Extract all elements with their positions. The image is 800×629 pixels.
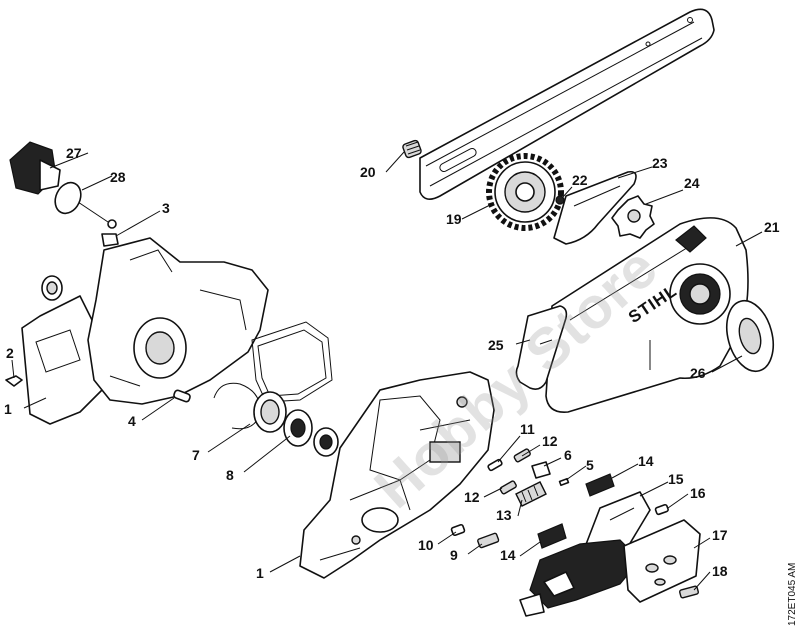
- callout-16: 16: [690, 485, 706, 501]
- callout-27: 27: [66, 145, 82, 161]
- callout-24: 24: [684, 175, 700, 191]
- callout-9: 9: [450, 547, 458, 563]
- side-plate: [725, 299, 775, 373]
- callout-2: 2: [6, 345, 14, 361]
- cover-insert: [515, 305, 568, 390]
- oil-hose-fitting: [101, 233, 119, 247]
- crankcase-screw-left: [5, 375, 23, 387]
- callout-10: 10: [418, 537, 434, 553]
- callout-15: 15: [668, 471, 684, 487]
- sprocket-cover: STIHL: [545, 217, 749, 413]
- ball-bearing: [253, 391, 339, 457]
- callout-20: 20: [360, 164, 376, 180]
- chain-sprocket: [486, 153, 564, 231]
- callout-13: 13: [496, 507, 512, 523]
- reference-code: 172ET045 AM: [787, 563, 798, 626]
- outer-plate: [623, 519, 701, 603]
- cover-screws: [450, 523, 500, 549]
- crankcase-right: [299, 371, 495, 579]
- callout-28: 28: [110, 169, 126, 185]
- o-ring: [54, 181, 82, 215]
- catcher-plate: [553, 170, 637, 245]
- seal-ring-small: [41, 275, 63, 301]
- callout-12-upper: 12: [542, 433, 558, 449]
- dowel-pin: [173, 389, 191, 403]
- damper-pad-upper: [585, 473, 615, 497]
- callout-21: 21: [764, 219, 780, 235]
- callout-25: 25: [488, 337, 504, 353]
- callout-22: 22: [572, 172, 588, 188]
- callout-4: 4: [128, 413, 136, 429]
- callout-8: 8: [226, 467, 234, 483]
- needle-cage: [402, 139, 422, 159]
- circlip: [213, 382, 261, 430]
- crankcase-left: [21, 237, 269, 425]
- callout-18: 18: [712, 563, 728, 579]
- callout-11: 11: [520, 421, 535, 437]
- callout-7: 7: [192, 447, 200, 463]
- adjuster-nut: [531, 461, 551, 479]
- leader-lines: [11, 151, 763, 591]
- damper-pad-lower: [537, 523, 567, 549]
- bar-guide-plate: [519, 539, 641, 617]
- guide-bar: [419, 8, 715, 200]
- callout-19: 19: [446, 211, 462, 227]
- callout-14-lower: 14: [500, 547, 516, 563]
- callout-23: 23: [652, 155, 668, 171]
- bracket-screw: [654, 503, 669, 516]
- callout-17: 17: [712, 527, 728, 543]
- stud-bolts: [487, 448, 531, 495]
- callout-1-left: 1: [4, 401, 12, 417]
- callout-1-right: 1: [256, 565, 264, 581]
- tensioner-screw: [515, 481, 547, 507]
- adjuster-pin: [558, 477, 570, 487]
- crankcase-gasket: [251, 321, 333, 403]
- callout-3: 3: [162, 200, 170, 216]
- plate-screw: [679, 585, 699, 599]
- callout-26: 26: [690, 365, 706, 381]
- star-nut: [611, 195, 655, 239]
- callouts: 27 28 3 2 1 4 7 8 1 20 19 22 23 24 21 25…: [4, 145, 780, 581]
- callout-12-lower: 12: [464, 489, 480, 505]
- callout-6: 6: [564, 447, 572, 463]
- callout-5: 5: [586, 457, 594, 473]
- callout-14-upper: 14: [638, 453, 654, 469]
